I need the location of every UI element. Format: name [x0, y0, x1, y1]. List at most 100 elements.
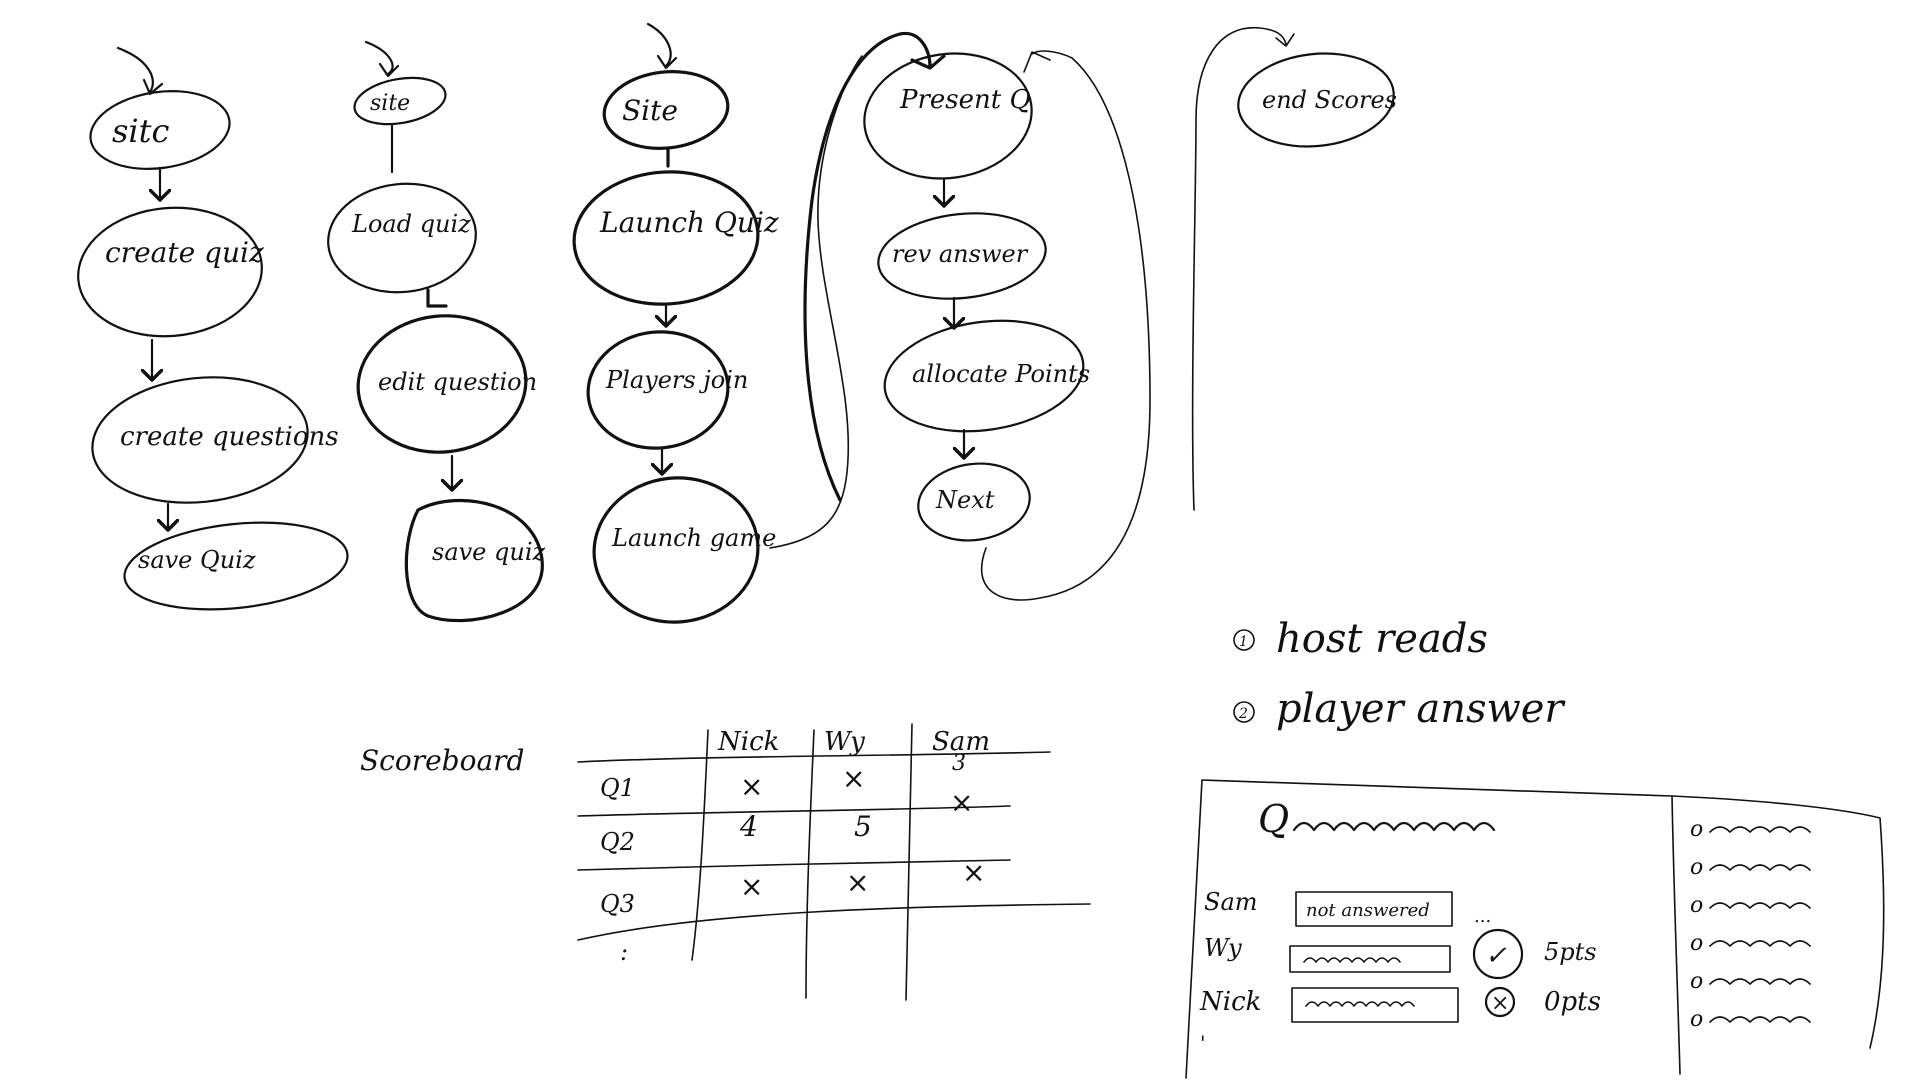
answer-scribble [1303, 957, 1401, 963]
node-site [353, 76, 447, 126]
player-name: Nick [1199, 987, 1261, 1017]
table-cell: × [950, 786, 973, 819]
answer-box [1295, 891, 1453, 927]
grid-line [577, 751, 1051, 763]
node-save-quiz [123, 521, 349, 611]
table-cell: 5 [854, 810, 872, 843]
table-cell: 4 [739, 810, 758, 843]
player-name: Wy [1204, 934, 1242, 962]
list-scribble [1709, 902, 1811, 909]
mockup-frame [1185, 779, 1203, 1079]
node-rev-answer [877, 212, 1047, 300]
node-label: Present Q [899, 85, 1031, 115]
mockup-frame [1201, 779, 1681, 1075]
correct-mark-circle[interactable] [1472, 928, 1524, 980]
scoreboard: Scoreboard Nick Wy Sam Q1 Q2 Q3 × × 3 4 … [360, 723, 1091, 1001]
node-label: Launch Quiz [599, 206, 779, 239]
launch-flow: Site Launch Quiz Players join Launch gam… [572, 22, 863, 624]
node-end-scores [1237, 52, 1395, 148]
node-label: sitc [112, 112, 170, 150]
stray-mark: ' [1200, 1031, 1206, 1055]
table-cell: × [962, 856, 985, 889]
note-text: player answer [1276, 686, 1566, 732]
grid-line [691, 729, 709, 961]
row-label: Q2 [600, 828, 635, 856]
column-header: Nick [717, 727, 779, 757]
node-load-quiz [327, 182, 477, 294]
wrong-mark-circle[interactable] [1484, 986, 1516, 1018]
node-create-quiz [77, 206, 263, 338]
notes: 1 host reads 2 player answer [1233, 616, 1566, 732]
node-label: save quiz [432, 538, 546, 566]
column-header: Wy [824, 727, 865, 757]
row-label: Q1 [600, 774, 635, 802]
list-scribble [1709, 864, 1811, 871]
loop-back-connector [980, 50, 1151, 601]
node-create-questions [91, 376, 309, 504]
list-marker: o [1690, 817, 1703, 842]
node-launch-quiz [572, 170, 760, 306]
edit-flow: site Load quiz edit question save quiz [327, 40, 546, 623]
node-players-join [586, 330, 730, 450]
node-label: create quiz [105, 236, 264, 269]
node-label: Players join [605, 366, 748, 394]
answer-text: not answered [1306, 900, 1430, 921]
column-header: Sam [932, 727, 990, 757]
answer-box [1289, 945, 1451, 973]
correct-mark-icon: ✓ [1485, 941, 1507, 971]
node-present-q [863, 52, 1033, 180]
list-scribble [1709, 826, 1811, 833]
node-edit-question [356, 314, 528, 454]
node-next [917, 462, 1031, 542]
note-number-circle [1233, 701, 1255, 723]
node-label: end Scores [1262, 86, 1397, 114]
grid-line [905, 723, 913, 1001]
node-label: Next [935, 486, 995, 514]
list-marker: o [1690, 931, 1703, 956]
wrong-mark-icon: × [1491, 991, 1509, 1016]
note-text: host reads [1276, 616, 1488, 662]
node-label: edit question [378, 368, 537, 396]
mark-label: 0pts [1544, 987, 1601, 1017]
loop-entry-stroke [803, 31, 932, 502]
more-indicator: ... [1474, 906, 1491, 927]
sidebar-list: o o o o o o [1690, 817, 1811, 1032]
table-cell: 3 [952, 751, 966, 776]
node-launch-game [592, 476, 760, 624]
note-number: 1 [1239, 634, 1248, 650]
grid-line [577, 903, 1091, 941]
list-marker: o [1690, 893, 1703, 918]
host-view-mockup: Q Sam not answered ... Wy Nick ' ✓ 5pts … [1185, 779, 1885, 1079]
node-label: rev answer [892, 240, 1029, 268]
list-marker: o [1690, 969, 1703, 994]
node-label: Launch game [611, 524, 776, 552]
list-scribble [1709, 940, 1811, 947]
node-label: Load quiz [351, 210, 471, 238]
node-label: allocate Points [912, 360, 1090, 388]
node-label: create questions [120, 422, 339, 452]
table-cell: × [740, 770, 763, 803]
note-number: 2 [1238, 706, 1248, 722]
node-allocate-points [883, 319, 1085, 433]
answer-scribble [1305, 1001, 1415, 1007]
list-scribble [1709, 978, 1811, 985]
grid-line [805, 729, 815, 999]
mockup-sidebar-frame [1671, 795, 1885, 1049]
question-scribble [1292, 821, 1496, 832]
list-marker: o [1690, 1007, 1703, 1032]
question-label: Q [1258, 797, 1289, 841]
scoreboard-label: Scoreboard [360, 744, 524, 777]
node-sitc [89, 90, 231, 170]
table-cell: × [846, 866, 869, 899]
list-marker: o [1690, 855, 1703, 880]
grid-line [577, 805, 1011, 817]
connector-to-end [1191, 27, 1287, 511]
grid-line [577, 859, 1011, 871]
node-save-quiz-2 [404, 498, 544, 623]
end-scores: end Scores [1237, 52, 1397, 148]
answer-box [1291, 987, 1459, 1023]
table-ellipsis: : [620, 938, 628, 966]
note-number-circle [1233, 629, 1255, 651]
connector-to-loop [769, 55, 863, 549]
table-cell: × [842, 762, 865, 795]
